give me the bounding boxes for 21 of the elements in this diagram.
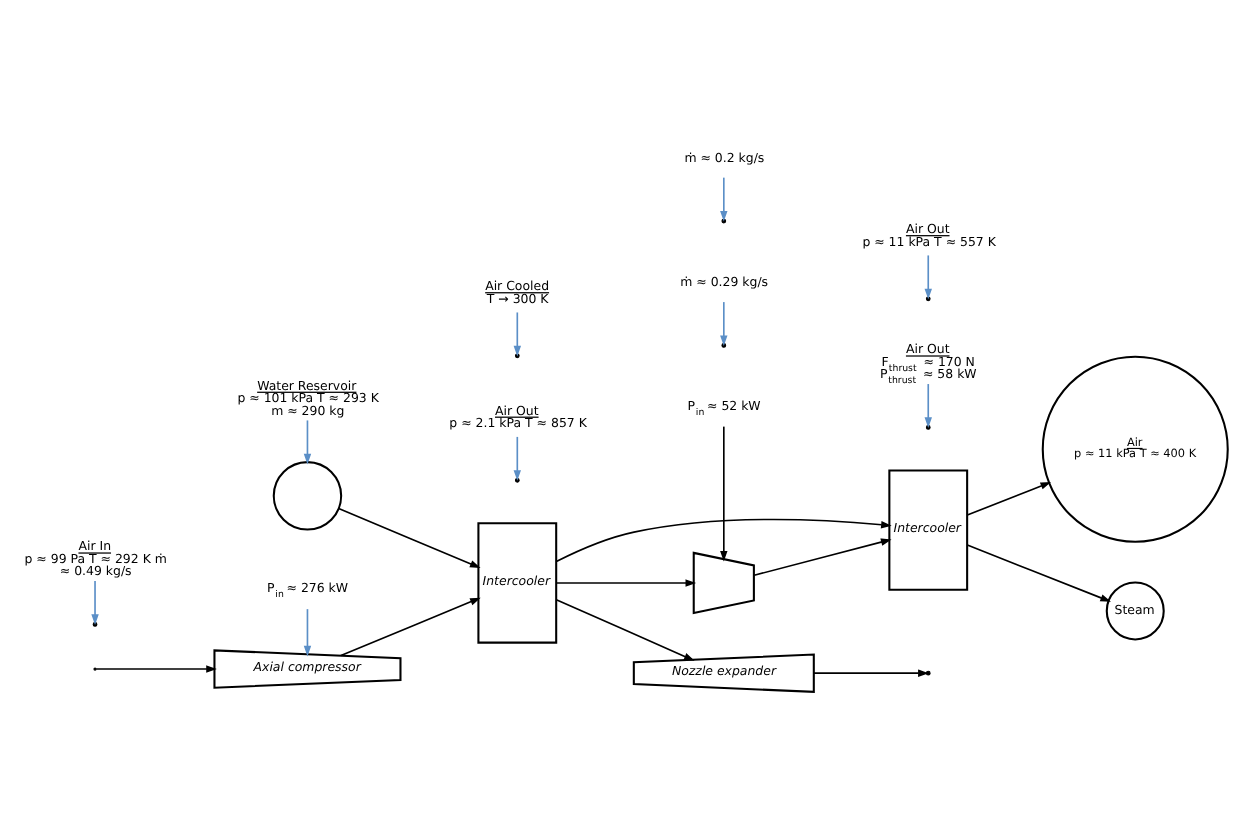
arrow (95, 664, 217, 672)
arrow (555, 517, 892, 562)
arrow (720, 300, 728, 346)
arrow (91, 579, 99, 624)
arrow (555, 578, 697, 586)
arrow (513, 310, 522, 356)
arrow (513, 435, 522, 480)
arrow (720, 175, 728, 221)
arrow (720, 424, 728, 561)
arrow (924, 382, 932, 427)
arrow (340, 596, 481, 656)
arrow (924, 253, 932, 299)
arrow (337, 506, 481, 567)
arrow (966, 481, 1052, 515)
arrow (303, 418, 312, 464)
arrow (555, 597, 695, 660)
node-circle (272, 460, 343, 530)
arrow (753, 537, 892, 576)
arrow (303, 607, 312, 656)
arrow (813, 668, 929, 676)
arrow (966, 543, 1111, 601)
